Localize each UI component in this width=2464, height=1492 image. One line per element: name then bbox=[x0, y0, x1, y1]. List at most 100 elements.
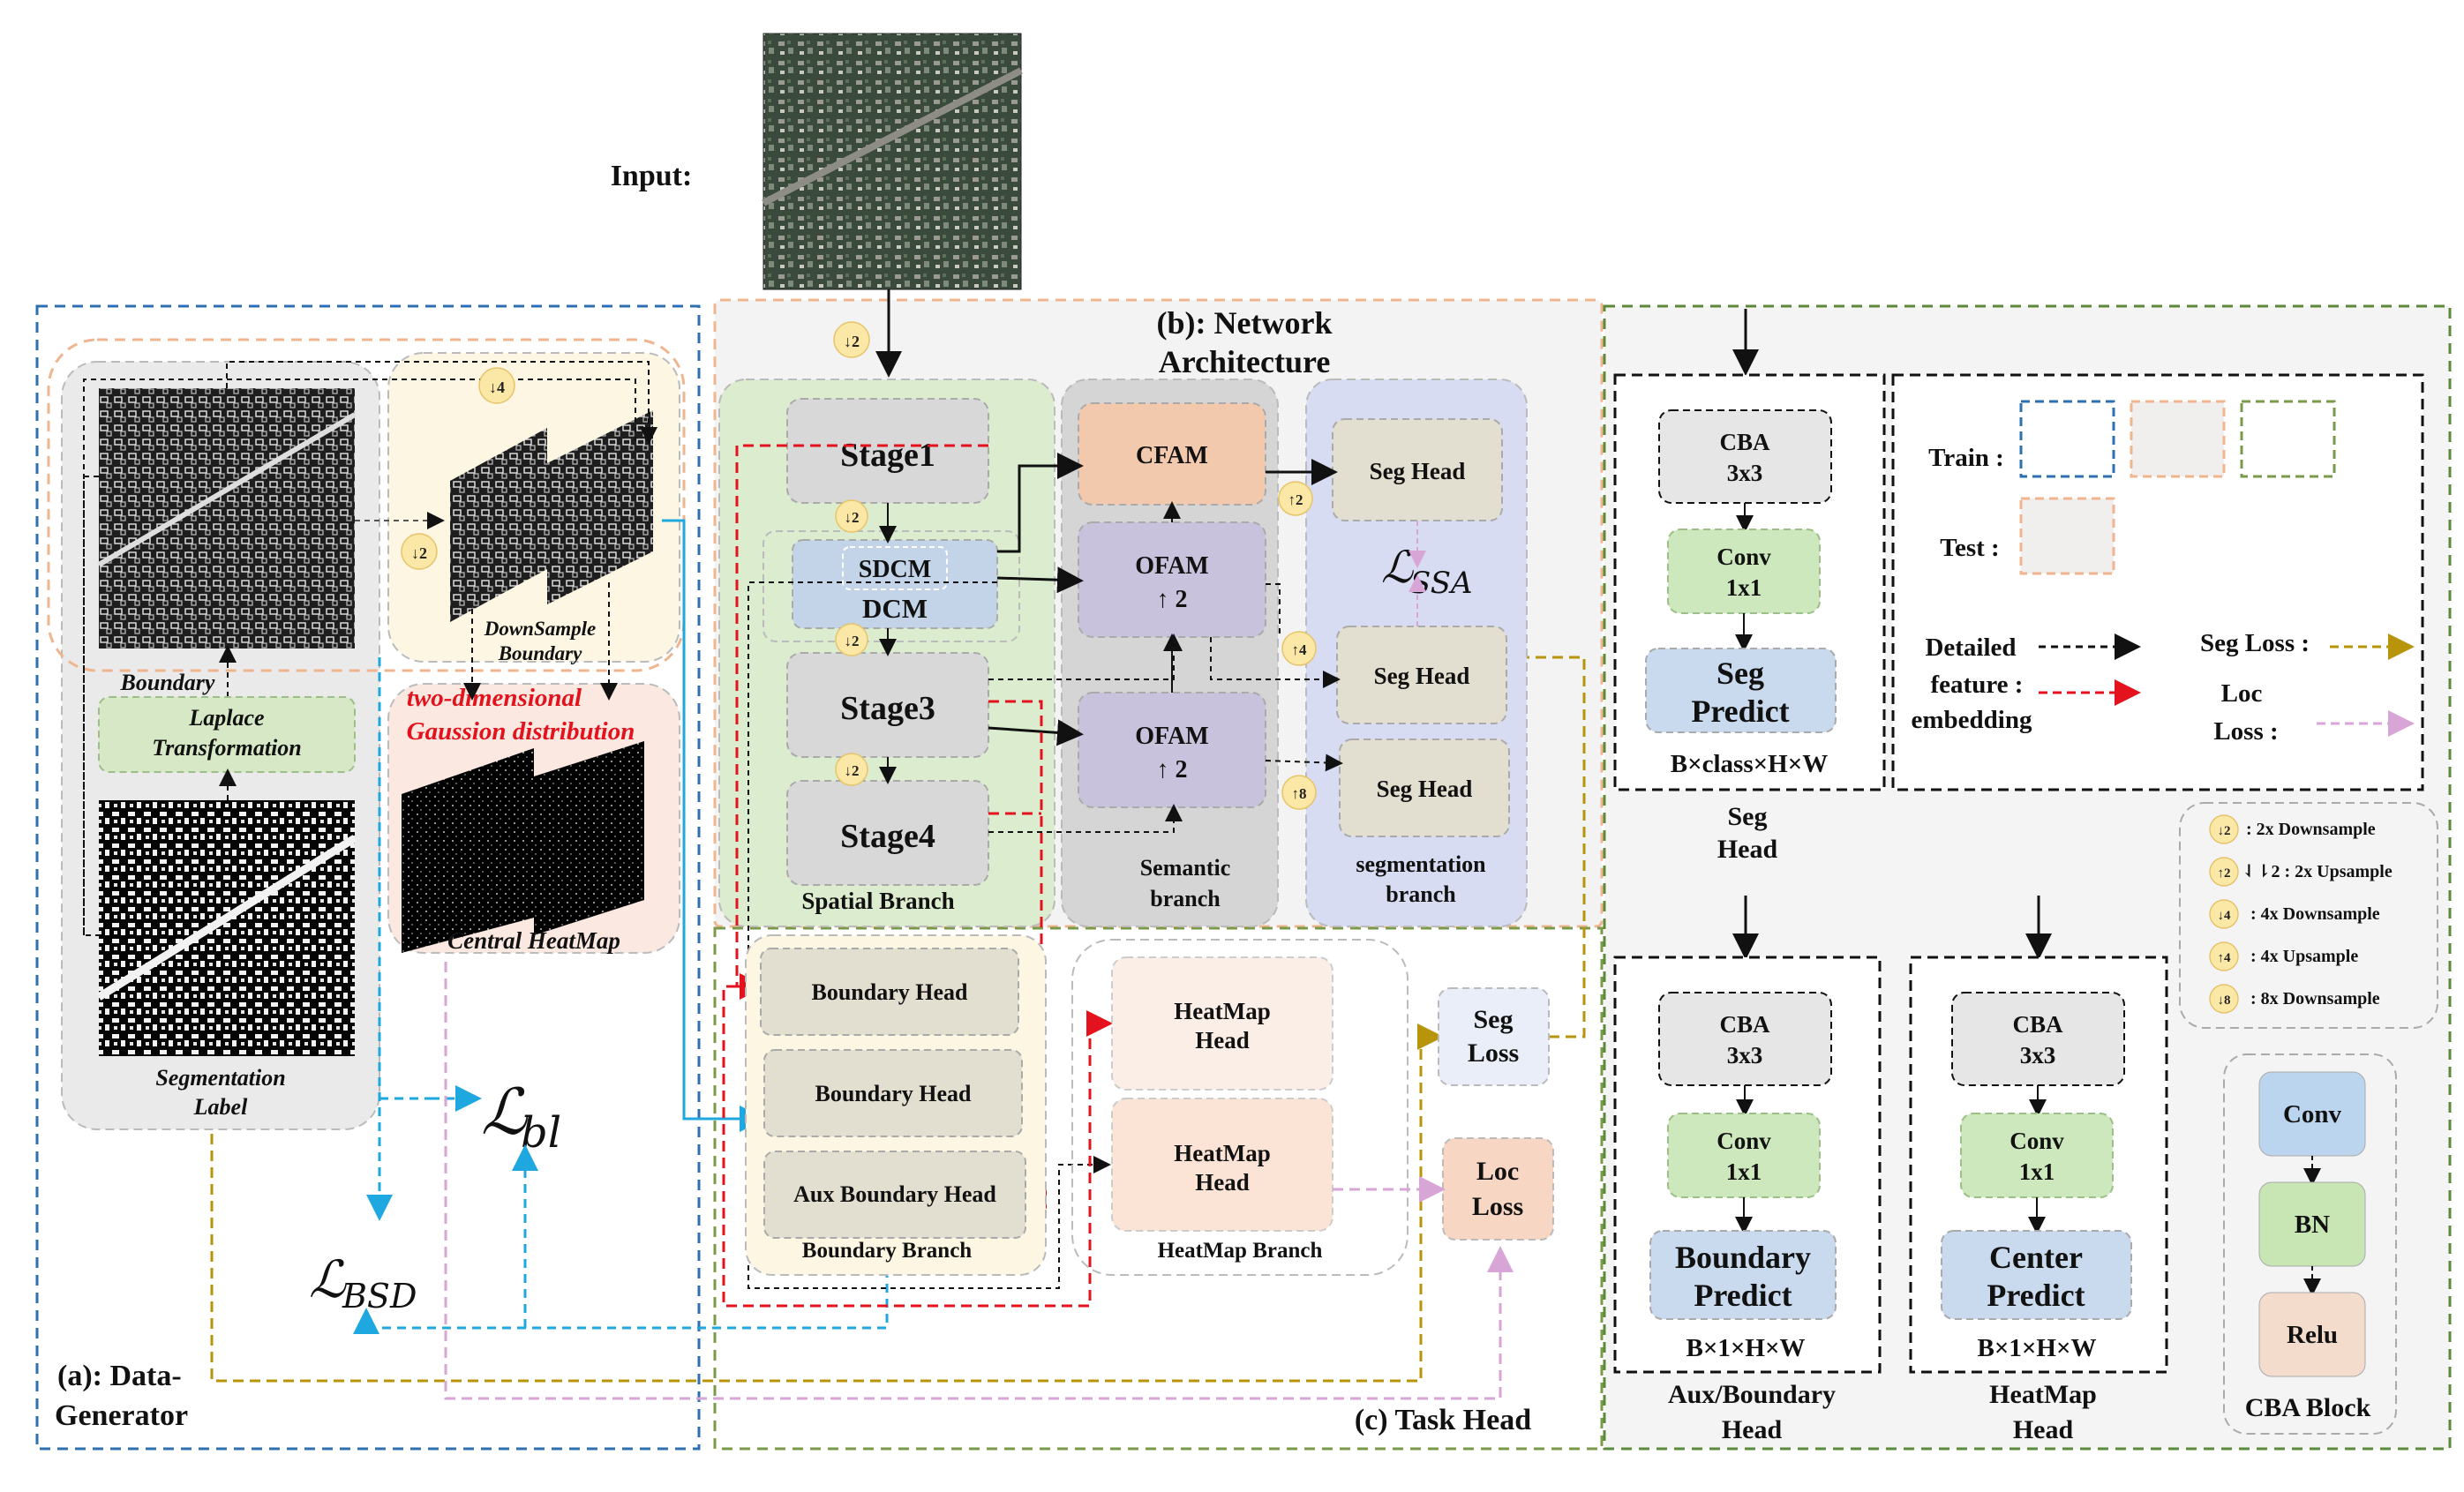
loss-ssa-subscript: SSA bbox=[1410, 566, 1473, 601]
semantic-branch-line2: branch bbox=[1150, 886, 1221, 911]
heatmap-head-2-line2: Head bbox=[1195, 1169, 1250, 1196]
stage4-label: Stage4 bbox=[840, 818, 935, 855]
seg-caption-line1: Seg bbox=[1728, 802, 1768, 831]
heat-dims: B×1×H×W bbox=[1978, 1334, 2097, 1362]
legend-loc-loss-line2: Loss : bbox=[2213, 717, 2278, 746]
ofam-1-label: OFAM bbox=[1135, 552, 1208, 580]
input-satellite-image bbox=[762, 33, 1022, 290]
cba-block-relu-label: Relu bbox=[2287, 1321, 2338, 1349]
network-title-line2: Architecture bbox=[1159, 344, 1331, 379]
boundary-predict-box bbox=[1649, 1230, 1837, 1320]
heatmap-head-2-line1: HeatMap bbox=[1174, 1140, 1270, 1166]
seg-cba-line1: CBA bbox=[1719, 429, 1770, 455]
svg-text:: 4x Upsample: : 4x Upsample bbox=[2250, 947, 2358, 966]
svg-text:↓2: ↓2 bbox=[844, 333, 860, 350]
scale-legend-panel bbox=[2179, 802, 2438, 1029]
boundary-head-2-label: Boundary Head bbox=[815, 1081, 973, 1106]
seg-loss-line2: Loss bbox=[1468, 1038, 1519, 1068]
heat-caption-line1: HeatMap bbox=[1989, 1380, 2097, 1409]
spatial-branch-label: Spatial Branch bbox=[801, 888, 954, 914]
seg-conv-line2: 1x1 bbox=[1726, 574, 1762, 601]
seg-predict-line1: Seg bbox=[1717, 656, 1764, 691]
center-predict-line1: Center bbox=[1989, 1240, 2083, 1275]
svg-text:↑2: ↑2 bbox=[1288, 491, 1303, 508]
aux-boundary-head-box bbox=[763, 1151, 1026, 1239]
boundary-image bbox=[99, 388, 355, 649]
downsample-line2: Boundary bbox=[498, 642, 582, 664]
seg-predict-line2: Predict bbox=[1691, 694, 1789, 729]
legend-train-label: Train : bbox=[1928, 444, 2004, 472]
heatmap-image-1 bbox=[402, 748, 534, 953]
scale-legend-down8: ↓8 : 8x Downsample bbox=[2209, 984, 2380, 1014]
cba-block-bn-label: BN bbox=[2295, 1211, 2330, 1239]
ofam-box-1 bbox=[1078, 521, 1266, 638]
svg-text:↑8: ↑8 bbox=[1292, 785, 1307, 802]
badge-down2-stage3: ↓2 bbox=[835, 753, 868, 786]
heatmap-head-1-line1: HeatMap bbox=[1174, 998, 1270, 1024]
scale-legend-up4: ↑4 : 4x Upsample bbox=[2209, 941, 2358, 971]
ofam-2-label: OFAM bbox=[1135, 723, 1208, 750]
boundary-label: Boundary bbox=[120, 670, 215, 695]
heatmap-label: Central HeatMap bbox=[447, 927, 620, 954]
legend-test-swatch bbox=[2019, 497, 2115, 575]
badge-up4-seg: ↑4 bbox=[1281, 631, 1317, 666]
data-generator-title-line2: Generator bbox=[55, 1399, 188, 1432]
seg-loss-line1: Seg bbox=[1474, 1005, 1514, 1034]
sdcm-label: SDCM bbox=[859, 556, 931, 583]
scale-legend-down4: ↓4 : 4x Downsample bbox=[2209, 899, 2380, 929]
loss-bsd-symbol: ℒ bbox=[309, 1249, 347, 1309]
boundary-head-box-2 bbox=[763, 1049, 1023, 1137]
heatmap-head-box-2 bbox=[1111, 1098, 1333, 1232]
stage3-label: Stage3 bbox=[840, 690, 935, 727]
loc-loss-line2: Loss bbox=[1472, 1192, 1523, 1221]
data-generator-title-line1: (a): Data- bbox=[57, 1360, 182, 1392]
svg-text:↓8: ↓8 bbox=[2218, 993, 2231, 1008]
svg-text:: 4x Downsample: : 4x Downsample bbox=[2250, 904, 2380, 924]
seg-cba-box bbox=[1658, 409, 1832, 504]
task-head-region bbox=[713, 926, 1604, 1451]
cfam-label: CFAM bbox=[1136, 442, 1208, 469]
input-label: Input: bbox=[611, 160, 693, 192]
heatmap-head-1-line2: Head bbox=[1195, 1027, 1250, 1053]
heatmap-branch-label: HeatMap Branch bbox=[1158, 1239, 1323, 1263]
heatmap-image-2 bbox=[534, 741, 644, 935]
seg-head-box-3 bbox=[1339, 739, 1510, 837]
heatmap-branch-panel bbox=[1071, 939, 1409, 1276]
cba-block-relu bbox=[2258, 1292, 2366, 1377]
seg-dims: B×class×H×W bbox=[1671, 750, 1828, 778]
badge-down2-input: ↓2 bbox=[833, 321, 870, 358]
seg-loss-box bbox=[1438, 987, 1550, 1086]
badge-down2-stage1: ↓2 bbox=[835, 499, 868, 533]
svg-text:↓4: ↓4 bbox=[489, 379, 505, 396]
laplace-line1: Laplace bbox=[188, 705, 264, 731]
badge-up2-seg: ↑2 bbox=[1278, 481, 1313, 516]
boundary-branch-label: Boundary Branch bbox=[802, 1239, 973, 1263]
center-predict-line2: Predict bbox=[1987, 1278, 2085, 1313]
center-predict-box bbox=[1941, 1230, 2132, 1320]
downsample-boundary-image-2 bbox=[547, 410, 653, 604]
seg-cba-line2: 3x3 bbox=[1727, 460, 1763, 486]
loc-loss-box bbox=[1442, 1137, 1554, 1241]
ofam-1-up: ↑ 2 bbox=[1157, 586, 1188, 613]
legend-train-green-swatch bbox=[2240, 400, 2336, 478]
seg-head-2-label: Seg Head bbox=[1374, 663, 1470, 689]
laplace-line2: Transformation bbox=[152, 735, 302, 761]
ofam-box-2 bbox=[1078, 692, 1266, 808]
cba-block-panel bbox=[2223, 1053, 2397, 1435]
downsample-line1: DownSample bbox=[484, 618, 597, 640]
legend-loc-loss-line1: Loc bbox=[2221, 679, 2263, 708]
scale-legend-up2: ↑2 ⇃⇂2 : 2x Upsample bbox=[2209, 857, 2393, 887]
legend-detailed-line2: feature : bbox=[1931, 671, 2024, 699]
badge-down2-dcm: ↓2 bbox=[835, 623, 868, 656]
network-title-line1: (b): Network bbox=[1157, 305, 1333, 341]
aux-boundary-head-label: Aux Boundary Head bbox=[793, 1181, 996, 1207]
seg-head-3-label: Seg Head bbox=[1377, 776, 1473, 802]
segmentation-label-line1: Segmentation bbox=[155, 1065, 285, 1091]
loss-bsd-subscript: BSD bbox=[342, 1277, 417, 1316]
legend-detailed-line1: Detailed bbox=[1925, 634, 2016, 662]
data-generator-region bbox=[35, 304, 701, 1451]
badge-down4-top: ↓4 bbox=[478, 367, 515, 404]
legend-train-orange-swatch bbox=[2130, 400, 2226, 478]
svg-text:↓2: ↓2 bbox=[845, 762, 860, 779]
